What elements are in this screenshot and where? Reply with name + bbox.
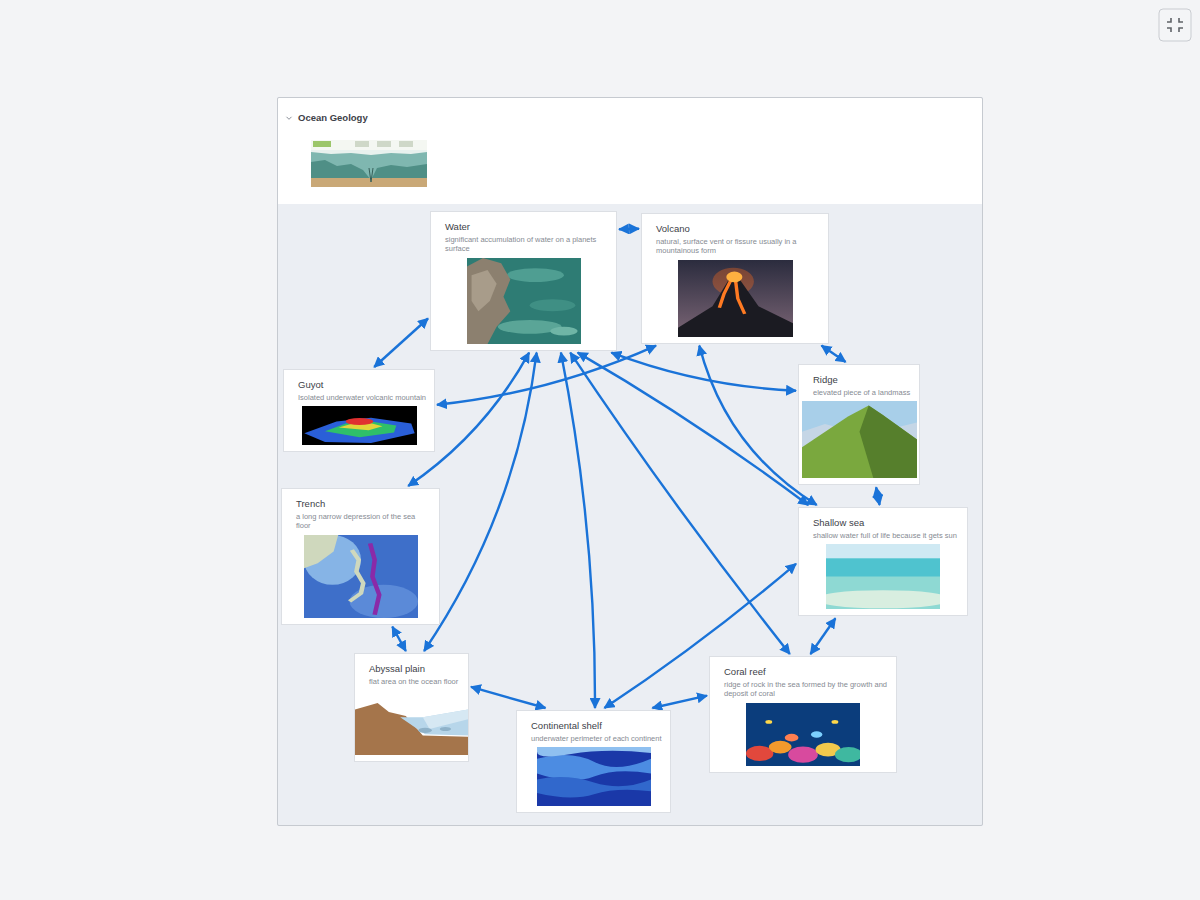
concept-card: Abyssal plain flat area on the ocean floo…	[354, 653, 469, 762]
card-title: Water	[445, 221, 608, 233]
group-panel: Ocean GeologyWater significant accumulati…	[277, 97, 983, 826]
concept-card: Continental shelf underwater perimeter of…	[516, 710, 671, 813]
concept-card: Shallow sea shallow water full of life be…	[798, 507, 968, 616]
card-picture	[826, 544, 940, 609]
card-description: a long narrow depression of the sea floo…	[296, 512, 431, 531]
connector-arrow	[392, 627, 406, 651]
concept-card: Trench a long narrow depression of the se…	[281, 488, 440, 625]
card-description: flat area on the ocean floor	[369, 677, 460, 686]
header-illustration	[311, 140, 427, 187]
connector-arrow	[437, 346, 656, 405]
concept-card: GuyotIsolated underwater volcanic mounta…	[283, 369, 435, 452]
card-title: Volcano	[656, 223, 820, 235]
collapse-caret	[285, 114, 293, 122]
card-picture	[746, 703, 860, 766]
connector-arrow	[652, 696, 707, 708]
connector-arrow	[619, 227, 639, 230]
concept-card: Ridge elevated piece of a landmass	[798, 364, 920, 485]
card-picture	[302, 406, 417, 445]
card-title: Abyssal plain	[369, 663, 460, 675]
concept-card: Volcano natural, surface vent or fissure …	[641, 213, 829, 344]
card-picture	[802, 401, 917, 478]
concept-card: Water significant accumulation of water o…	[430, 211, 617, 351]
card-title: Continental shelf	[531, 720, 662, 732]
connector-arrow	[822, 346, 846, 362]
card-description: significant accumulation of water on a p…	[445, 235, 608, 254]
connector-arrow	[374, 319, 428, 368]
connector-arrow	[570, 353, 790, 654]
panel-title: Ocean Geology	[298, 112, 368, 124]
card-picture	[304, 535, 418, 618]
card-description: ridge of rock in the sea formed by the g…	[724, 680, 888, 699]
card-description: Isolated underwater volcanic mountain	[298, 393, 426, 402]
connector-arrow	[578, 353, 809, 505]
card-title: Ridge	[813, 374, 911, 386]
card-title: Shallow sea	[813, 517, 959, 529]
card-title: Guyot	[298, 379, 426, 391]
card-title: Coral reef	[724, 666, 888, 678]
card-description: elevated piece of a landmass	[813, 388, 911, 397]
connector-arrow	[561, 353, 595, 708]
concept-card: Coral reef ridge of rock in the sea forme…	[709, 656, 897, 773]
card-title: Trench	[296, 498, 431, 510]
card-description: natural, surface vent or fissure usually…	[656, 237, 820, 256]
connector-arrow	[471, 687, 546, 708]
card-picture	[355, 690, 468, 755]
connector-arrow	[811, 618, 836, 654]
minimize-button	[1158, 8, 1193, 43]
card-picture	[467, 258, 581, 344]
card-picture	[678, 260, 793, 337]
card-description: shallow water full of life because it ge…	[813, 531, 959, 540]
card-picture	[537, 747, 651, 806]
connector-arrow	[876, 487, 880, 505]
connector-arrow	[424, 353, 536, 651]
card-description: underwater perimeter of each continent	[531, 734, 662, 743]
